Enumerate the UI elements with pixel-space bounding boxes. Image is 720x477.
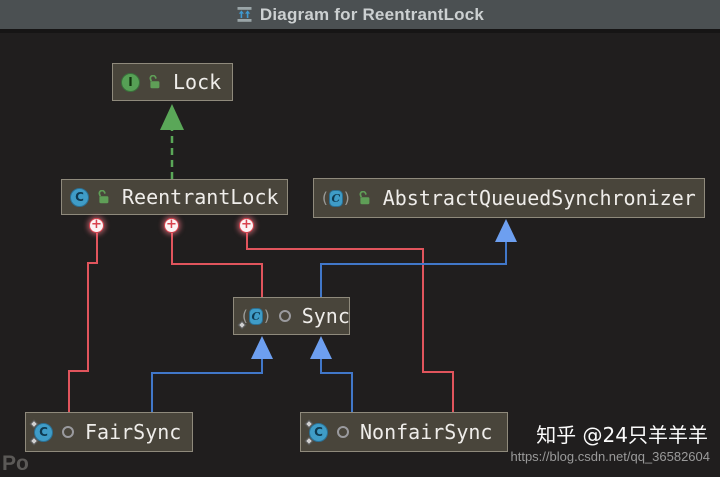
node-label: AbstractQueuedSynchronizer bbox=[382, 186, 696, 210]
edge-inheritance-sync-to-aqs bbox=[320, 219, 517, 298]
class-node-abstractqueuedsynchronizer[interactable]: (C) AbstractQueuedSynchronizer bbox=[313, 178, 705, 218]
package-private-visibility-icon bbox=[278, 310, 291, 322]
node-label: Sync bbox=[301, 304, 350, 328]
expand-field-badge[interactable]: + bbox=[164, 218, 179, 233]
node-label: FairSync bbox=[85, 420, 182, 444]
expand-field-badge[interactable]: + bbox=[239, 218, 254, 233]
class-node-sync[interactable]: (C) Sync bbox=[233, 297, 350, 335]
node-label: ReentrantLock bbox=[122, 185, 279, 209]
window-title: Diagram for ReentrantLock bbox=[259, 4, 485, 24]
watermark-url: https://blog.csdn.net/qq_36582604 bbox=[510, 449, 711, 464]
edge-field-reentrantlock-to-nonfairsync bbox=[246, 233, 454, 413]
edge-field-reentrantlock-to-fairsync bbox=[68, 233, 98, 413]
public-visibility-icon bbox=[98, 189, 109, 203]
diagram-icon bbox=[237, 7, 252, 22]
public-visibility-icon bbox=[359, 190, 370, 204]
class-node-fairsync[interactable]: C FairSync bbox=[25, 412, 193, 452]
edge-inheritance-fairsync-to-sync bbox=[151, 336, 273, 413]
watermark-brand: 知乎 @24只羊羊羊 bbox=[536, 423, 708, 447]
abstract-class-icon: (C) bbox=[237, 307, 270, 329]
class-node-nonfairsync[interactable]: C NonfairSync bbox=[300, 412, 508, 452]
public-visibility-icon bbox=[149, 74, 160, 88]
edge-realization-reentrantlock-to-lock bbox=[160, 104, 184, 179]
edge-field-reentrantlock-to-sync bbox=[171, 233, 263, 298]
interface-icon: I bbox=[121, 72, 140, 92]
window-titlebar: Diagram for ReentrantLock bbox=[0, 0, 720, 33]
watermark-fragment: Po bbox=[2, 452, 29, 475]
package-private-visibility-icon bbox=[337, 426, 349, 438]
expand-field-badge[interactable]: + bbox=[89, 218, 104, 233]
class-icon: C bbox=[29, 419, 53, 445]
node-label: NonfairSync bbox=[360, 420, 493, 444]
edge-inheritance-nonfairsync-to-sync bbox=[310, 336, 353, 413]
package-private-visibility-icon bbox=[62, 426, 74, 438]
abstract-class-icon: (C) bbox=[322, 188, 350, 207]
diagram-canvas[interactable]: Po I Lock C ReentrantLock + + + (C) bbox=[0, 33, 720, 477]
class-icon: C bbox=[70, 187, 89, 207]
node-label: Lock bbox=[173, 70, 222, 94]
class-node-reentrantlock[interactable]: C ReentrantLock bbox=[61, 179, 288, 215]
class-node-lock[interactable]: I Lock bbox=[112, 63, 233, 101]
class-icon: C bbox=[304, 419, 328, 445]
